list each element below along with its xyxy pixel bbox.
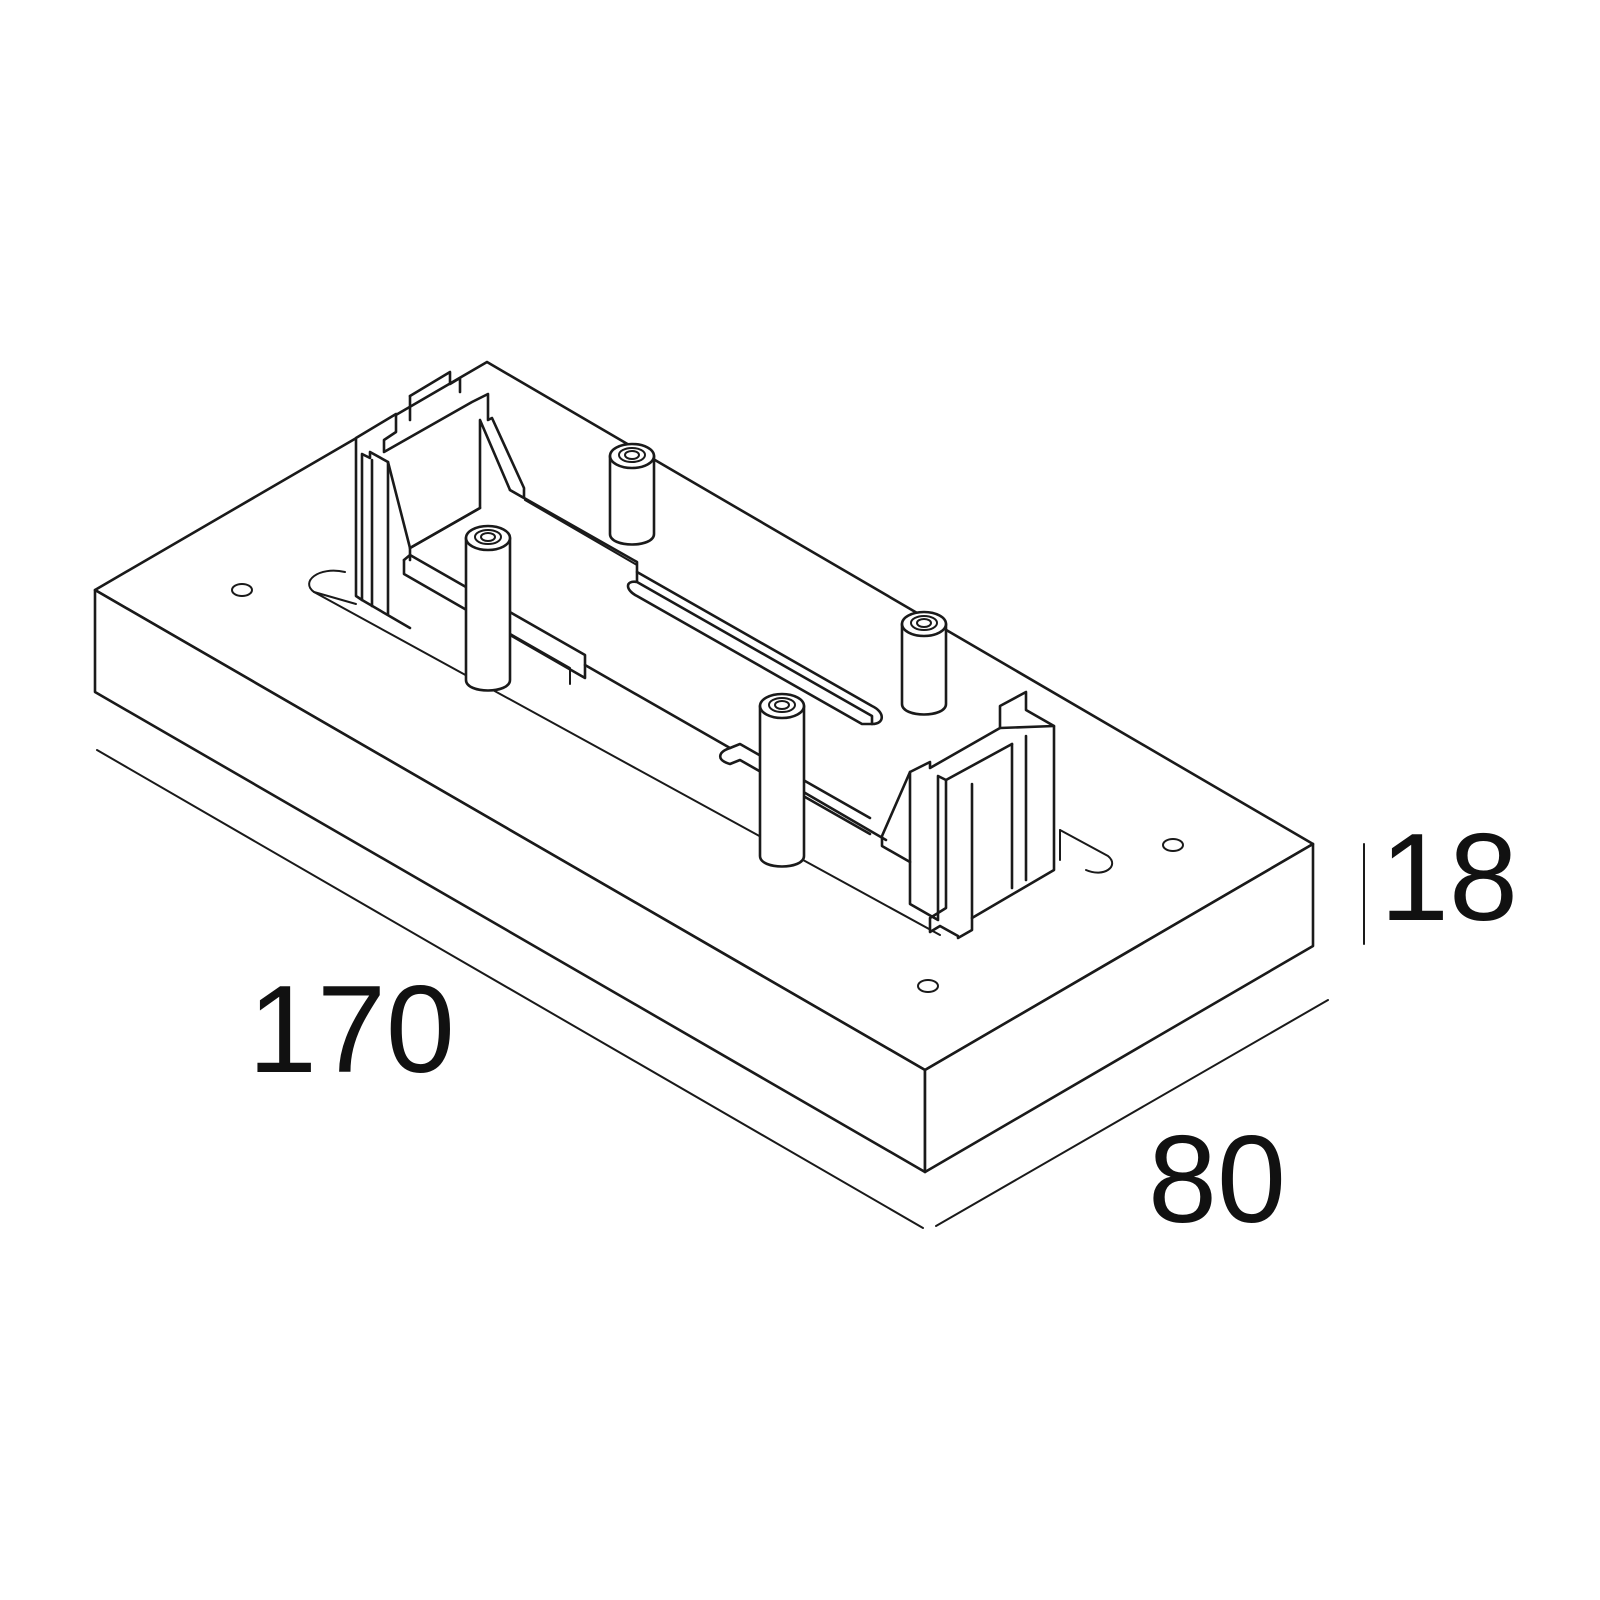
- width-label: 80: [1148, 1111, 1286, 1249]
- mounting-holes: [231, 583, 1184, 993]
- standoff-back-left: [608, 442, 656, 546]
- standoffs: [464, 442, 948, 868]
- plate-cutout: [308, 569, 1114, 936]
- dimension-labels: 170 80 18: [248, 809, 1518, 1249]
- height-label: 18: [1380, 809, 1518, 947]
- mounting-hole-front: [917, 979, 939, 993]
- width-dimension-line: [935, 999, 1329, 1227]
- mounting-hole-left: [231, 583, 253, 597]
- dimension-lines: [96, 749, 1365, 1229]
- standoff-back-right: [900, 610, 948, 716]
- left-end-bracket: [354, 392, 526, 602]
- back-rail: [508, 488, 884, 726]
- standoff-front-left: [464, 524, 512, 692]
- connector-housing: [354, 370, 1056, 940]
- right-end-bracket: [908, 690, 1056, 940]
- length-label: 170: [248, 961, 455, 1099]
- standoff-front-right: [758, 692, 806, 868]
- mounting-hole-right: [1162, 838, 1184, 852]
- length-dimension-line: [96, 749, 924, 1229]
- plate-side-face: [923, 842, 1315, 1174]
